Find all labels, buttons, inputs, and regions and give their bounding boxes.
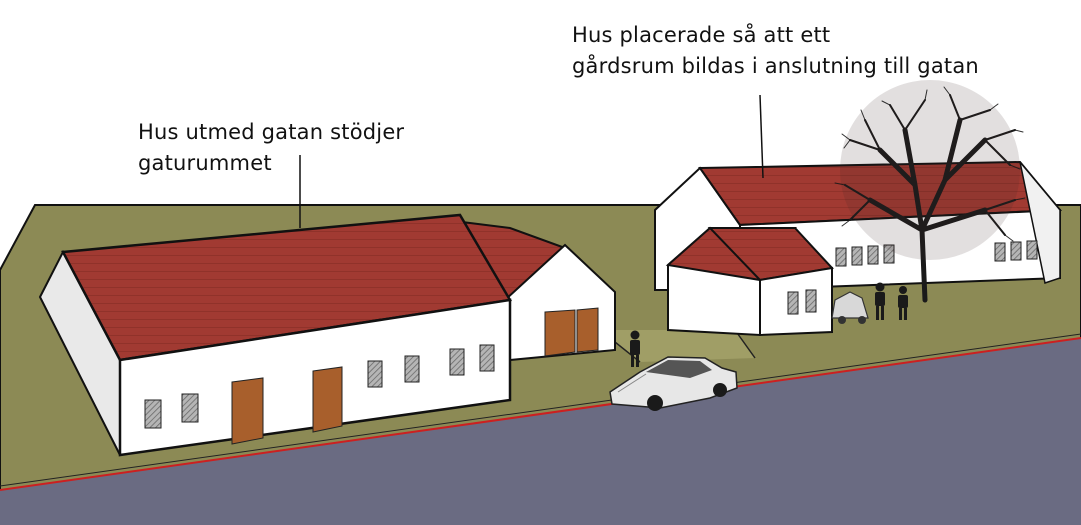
person-left xyxy=(630,330,640,367)
annotation-right-line1: Hus placerade så att ett xyxy=(572,23,831,47)
tree xyxy=(834,80,1026,303)
person-right-2 xyxy=(898,286,908,320)
person-right-1 xyxy=(875,282,885,320)
leader-line-right xyxy=(759,94,764,179)
parked-car xyxy=(831,291,869,324)
annotation-left-line1: Hus utmed gatan stödjer xyxy=(138,120,405,144)
annotation-right-line2: gårdsrum bildas i anslutning till gatan xyxy=(572,54,979,78)
annotation-left-line2: gaturummet xyxy=(138,151,272,175)
car xyxy=(609,356,738,411)
pedestrian-figures xyxy=(630,282,908,367)
courtyard-house-front xyxy=(665,226,834,337)
annotation-left: Hus utmed gatan stödjer gaturummet xyxy=(138,117,404,179)
annotation-right: Hus placerade så att ett gårdsrum bildas… xyxy=(572,20,979,82)
garage xyxy=(460,220,616,362)
main-street-house xyxy=(38,213,513,457)
road xyxy=(0,333,1081,525)
